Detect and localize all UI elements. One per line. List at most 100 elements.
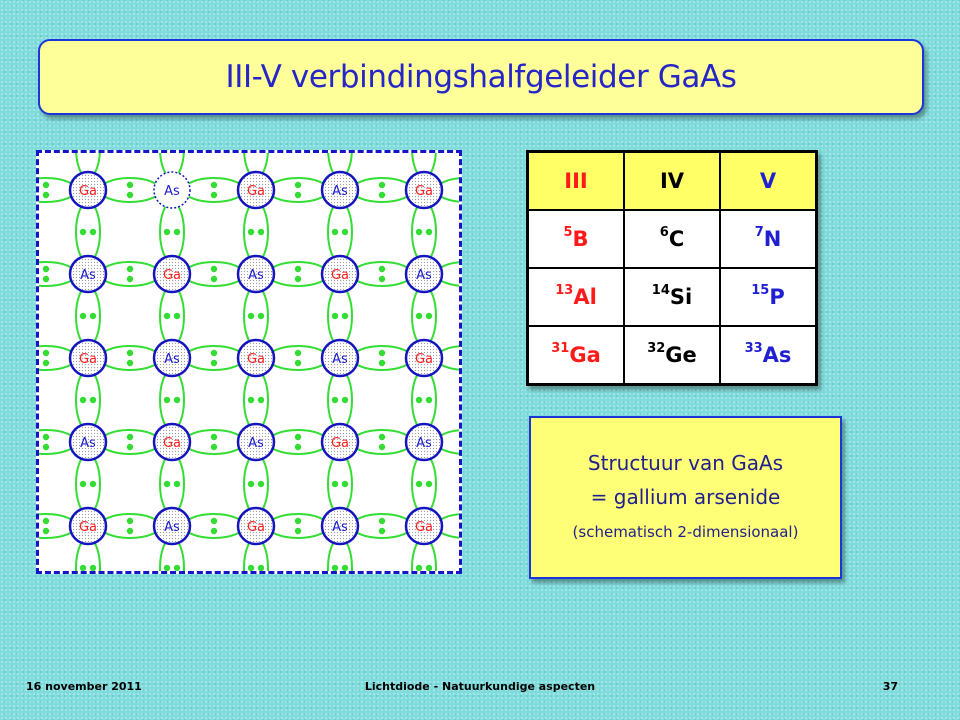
electron-dot	[126, 349, 134, 357]
electron-dot	[89, 396, 97, 404]
electron-dot	[42, 275, 50, 283]
electron-dot	[42, 443, 50, 451]
electron-dot	[378, 275, 386, 283]
bond-loop	[243, 369, 269, 431]
bond-loop	[351, 177, 413, 203]
bond-loop	[99, 513, 161, 539]
bond-loop	[267, 513, 329, 539]
electron-dot	[210, 265, 218, 273]
electron-dot	[210, 527, 218, 535]
atom-label: As	[332, 184, 348, 199]
arsenic-atom	[152, 506, 192, 546]
arsenic-atom	[320, 170, 360, 210]
electron-dot	[210, 191, 218, 199]
arsenic-atom	[68, 254, 108, 294]
electron-dot	[425, 480, 433, 488]
atom-label: As	[164, 352, 180, 367]
arsenic-atom	[152, 338, 192, 378]
electron-dot	[341, 480, 349, 488]
electron-dot	[341, 312, 349, 320]
electron-dot	[79, 480, 87, 488]
bond-loop	[99, 429, 161, 455]
header-group-v: V	[719, 150, 818, 211]
gallium-atom	[404, 170, 444, 210]
electron-dot	[89, 480, 97, 488]
gallium-atom	[152, 254, 192, 294]
atom-label: Ga	[247, 520, 265, 535]
electron-dot	[163, 396, 171, 404]
electron-dot	[331, 480, 339, 488]
electron-dot	[331, 312, 339, 320]
electron-dot	[294, 527, 302, 535]
electron-dot	[126, 181, 134, 189]
electron-dot	[173, 480, 181, 488]
gallium-atom	[68, 338, 108, 378]
bond-loop	[75, 453, 101, 515]
element-cell: 33As	[719, 325, 818, 386]
header-group-iii: III	[526, 150, 625, 211]
atom-label: As	[80, 436, 96, 451]
bond-loop	[183, 261, 245, 287]
arsenic-atom	[236, 254, 276, 294]
electron-dot	[378, 181, 386, 189]
bond-loop	[327, 285, 353, 347]
atom-label: Ga	[79, 520, 97, 535]
electron-dot	[42, 191, 50, 199]
element-cell: 7N	[719, 209, 818, 269]
electron-dot	[294, 433, 302, 441]
arsenic-atom	[404, 254, 444, 294]
electron-dot	[257, 228, 265, 236]
gallium-atom	[404, 506, 444, 546]
bond-loop	[99, 177, 161, 203]
electron-dot	[415, 480, 423, 488]
electron-dot	[415, 228, 423, 236]
atom-label: Ga	[163, 436, 181, 451]
atom-label: As	[164, 184, 180, 199]
electron-dot	[42, 527, 50, 535]
electron-dot	[415, 396, 423, 404]
bond-loop	[75, 201, 101, 263]
electron-dot	[42, 517, 50, 525]
arsenic-atom	[320, 506, 360, 546]
electron-dot	[173, 228, 181, 236]
atom-label: As	[332, 352, 348, 367]
electron-dot	[378, 359, 386, 367]
gallium-atom	[236, 506, 276, 546]
element-cell: 14Si	[623, 267, 721, 327]
electron-dot	[294, 265, 302, 273]
table-row: 31Ga 32Ge 33As	[526, 325, 818, 386]
periodic-table-excerpt: III IV V 5B 6C 7N 13Al 14Si 15P 31Ga 32G…	[526, 150, 818, 386]
electron-dot	[210, 443, 218, 451]
electron-dot	[247, 228, 255, 236]
electron-dot	[378, 349, 386, 357]
electron-dot	[126, 265, 134, 273]
element-cell: 5B	[526, 209, 625, 269]
footer-page-number: 37	[882, 680, 898, 693]
element-cell: 6C	[623, 209, 721, 269]
title-box: III-V verbindingshalfgeleider GaAs	[38, 39, 924, 115]
info-line-note: (schematisch 2-dimensionaal)	[572, 522, 799, 541]
electron-dot	[173, 396, 181, 404]
electron-dot	[163, 228, 171, 236]
electron-dot	[79, 312, 87, 320]
electron-dot	[163, 312, 171, 320]
electron-dot	[331, 228, 339, 236]
atom-label: As	[416, 436, 432, 451]
arsenic-atom	[320, 338, 360, 378]
arsenic-atom	[153, 171, 191, 209]
bond-loop	[267, 261, 329, 287]
electron-dot	[79, 564, 87, 571]
electron-dot	[210, 359, 218, 367]
electron-dot	[378, 191, 386, 199]
bond-loop	[243, 201, 269, 263]
bond-loop	[267, 177, 329, 203]
electron-dot	[341, 228, 349, 236]
electron-dot	[415, 564, 423, 571]
bond-loop	[183, 345, 245, 371]
electron-dot	[257, 564, 265, 571]
electron-dot	[415, 312, 423, 320]
atom-label: Ga	[247, 184, 265, 199]
electron-dot	[89, 312, 97, 320]
